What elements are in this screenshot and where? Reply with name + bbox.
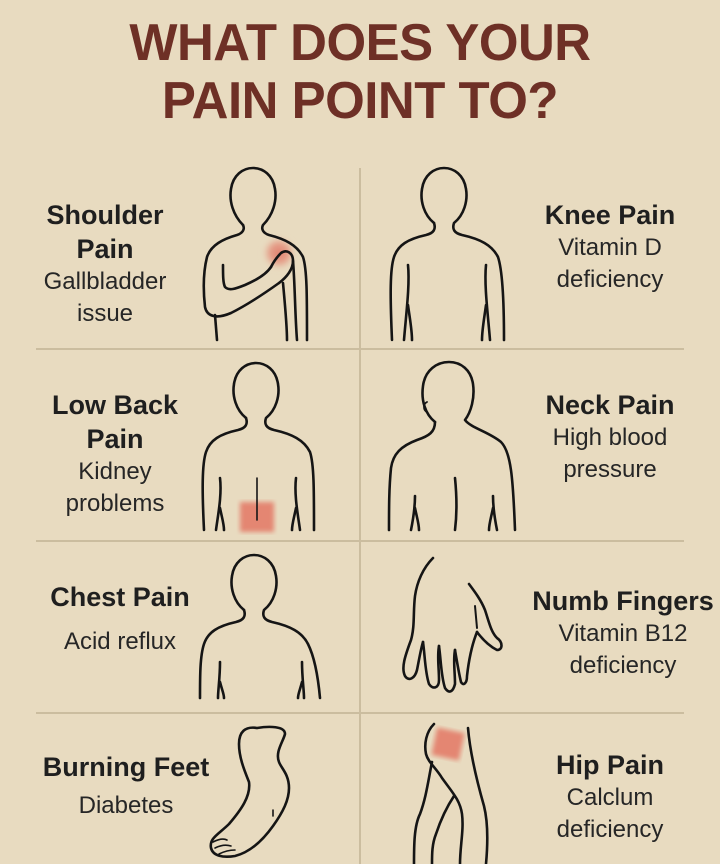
item-cause: Diabetes <box>78 792 174 819</box>
item-heading: Burning Feet <box>42 752 210 782</box>
item-cause: problems <box>65 490 165 517</box>
item-heading: Shoulder <box>46 200 164 230</box>
item-cause: Gallbladder <box>43 268 167 295</box>
item-cause: deficiency <box>556 266 664 293</box>
item-numb-fingers: Numb Fingers Vitamin B12 deficiency <box>528 584 718 682</box>
item-heading: Numb Fingers <box>532 586 714 616</box>
item-shoulder-pain: Shoulder Pain Gallbladder issue <box>20 198 190 330</box>
item-neck-pain: Neck Pain High blood pressure <box>530 388 690 486</box>
hand-fingers-icon <box>402 556 503 693</box>
back-lower-spine-icon <box>201 361 316 532</box>
item-cause: Vitamin B12 <box>558 620 688 647</box>
item-cause: Calclum <box>566 784 654 811</box>
item-heading: Chest Pain <box>50 582 190 612</box>
item-cause: issue <box>76 300 134 327</box>
item-cause: pressure <box>563 456 657 483</box>
item-cause: Kidney <box>78 458 152 485</box>
back-neck-icon <box>387 360 517 532</box>
item-hip-pain: Hip Pain Calclum deficiency <box>530 748 690 846</box>
vertical-divider <box>359 168 361 864</box>
item-low-back-pain: Low Back Pain Kidney problems <box>30 388 200 520</box>
item-cause: deficiency <box>569 652 677 679</box>
row-divider-3 <box>36 712 684 714</box>
item-heading: Neck Pain <box>545 390 675 420</box>
torso-chest-icon <box>198 553 322 700</box>
title-line-1: WHAT DOES YOUR <box>129 14 591 72</box>
page-title: WHAT DOES YOUR PAIN POINT TO? <box>7 14 713 130</box>
item-cause: Acid reflux <box>63 628 177 655</box>
item-knee-pain: Knee Pain Vitamin D deficiency <box>530 198 690 296</box>
item-heading: Hip Pain <box>555 750 664 780</box>
foot-toes-icon <box>209 725 291 859</box>
title-line-2: PAIN POINT TO? <box>161 72 559 130</box>
item-heading: Knee Pain <box>544 200 676 230</box>
item-heading: Pain <box>76 234 134 264</box>
item-chest-pain: Chest Pain Acid reflux <box>30 580 210 658</box>
item-cause: High blood <box>552 424 668 451</box>
item-cause: Vitamin D <box>558 234 662 261</box>
legs-hip-icon <box>412 722 489 864</box>
upper-body-hand-on-shoulder-icon <box>202 166 309 342</box>
item-cause: deficiency <box>556 816 664 843</box>
item-heading: Low Back <box>51 390 179 420</box>
row-divider-1 <box>36 348 684 350</box>
item-burning-feet: Burning Feet Diabetes <box>28 750 224 822</box>
item-heading: Pain <box>86 424 144 454</box>
torso-lower-abdomen-icon <box>389 166 506 342</box>
row-divider-2 <box>36 540 684 542</box>
